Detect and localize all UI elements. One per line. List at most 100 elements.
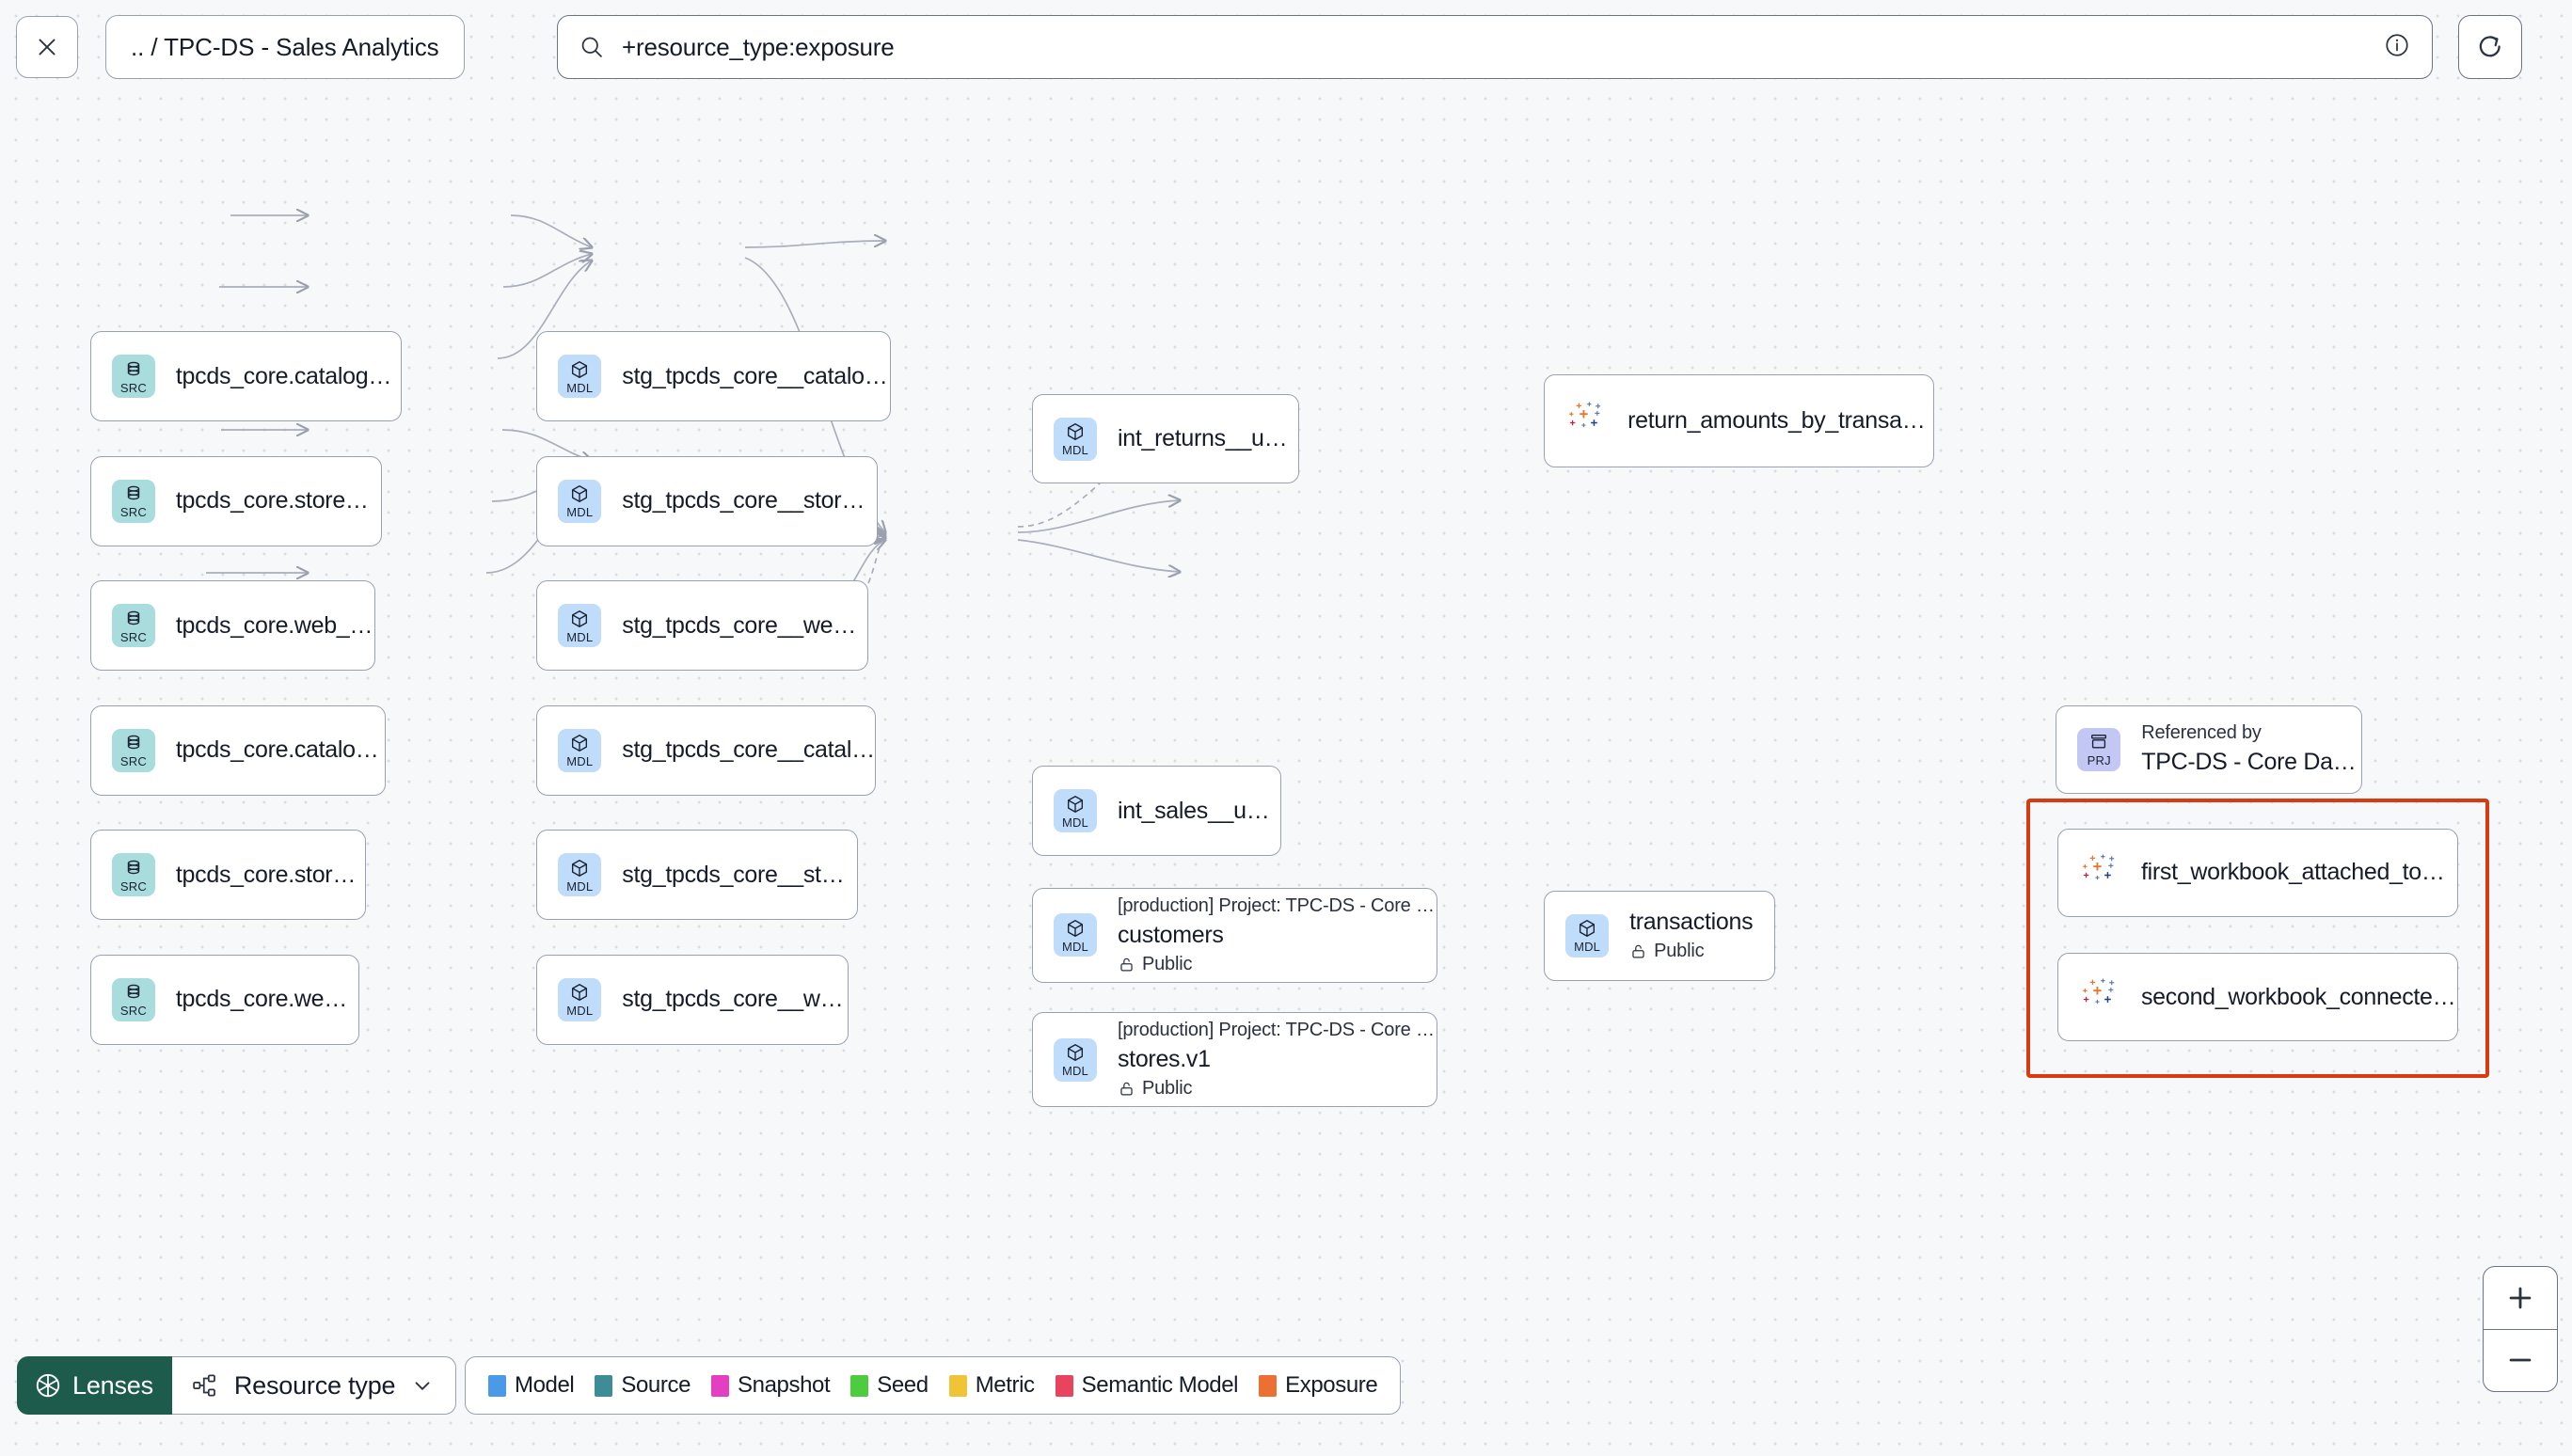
minus-icon [2509,1358,2532,1362]
database-icon [127,361,140,375]
exposure-highlight-box [2025,799,2489,1078]
node-labels: int_returns__unioned [1118,425,1298,452]
graph-node-src-store-returns[interactable]: SRC tpcds_core.store_returns [89,455,383,546]
badge-label: MDL [566,505,594,520]
legend-item-model[interactable]: Model [488,1372,575,1399]
node-subtitle-top: [production] Project: TPC-DS - Core Data… [1117,1020,1437,1041]
node-visibility: Public [1118,1078,1437,1100]
legend-item-seed[interactable]: Seed [850,1372,929,1399]
node-type-badge-mdl: MDL [558,977,602,1021]
node-labels: stg_tpcds_core__web_sales [622,986,847,1013]
node-labels: stg_tpcds_core__web_returns [622,612,866,640]
search-input[interactable]: +resource_type:exposure [622,32,895,61]
cube-icon [572,360,588,378]
node-labels: tpcds_core.web_returns [176,612,374,640]
node-type-badge-src: SRC [111,479,155,523]
graph-node-mdl-stg-web-returns[interactable]: MDL stg_tpcds_core__web_returns [536,580,868,672]
resource-type-dropdown[interactable]: Resource type [171,1356,457,1415]
legend-label: Snapshot [738,1372,831,1398]
lenses-toolbar: Lenses Resource type [17,1356,457,1415]
badge-label: MDL [1061,1064,1088,1079]
node-type-badge-mdl: MDL [558,728,602,772]
legend-item-snapshot[interactable]: Snapshot [711,1372,831,1399]
badge-label: SRC [119,1004,147,1019]
node-title: stg_tpcds_core__web_returns [622,611,866,639]
legend-label: Metric [975,1372,1035,1398]
node-labels: return_amounts_by_transaction_type [1627,407,1933,435]
database-icon [127,860,140,875]
cube-icon [572,485,588,503]
graph-node-mdl-stg-store-sales[interactable]: MDL stg_tpcds_core__store_sales [536,830,859,921]
node-labels: [production] Project: TPC-DS - Core Data… [1118,895,1437,975]
refresh-icon [2479,36,2501,57]
graph-node-mdl-customers[interactable]: MDL[production] Project: TPC-DS - Core D… [1031,887,1437,983]
node-visibility-label: Public [1654,941,1705,962]
node-title: tpcds_core.store_returns [175,487,381,514]
legend-label: Semantic Model [1081,1372,1239,1398]
badge-label: MDL [566,1004,594,1019]
node-labels: [production] Project: TPC-DS - Core Data… [1118,1020,1437,1100]
graph-node-mdl-stores-v1[interactable]: MDL [production] Project: TPC-DS - Core D… [1031,1012,1437,1108]
node-title: stg_tpcds_core__catalog_sales [622,736,876,764]
graph-node-mdl-stg-web-sales[interactable]: MDL stg_tpcds_core__web_sales [536,955,849,1045]
badge-label: MDL [566,878,594,894]
graph-node-src-catalog-returns[interactable]: SRC tpcds_core.catalog_returns [89,331,403,422]
node-title: stg_tpcds_core__store_sales [622,861,857,888]
info-icon[interactable] [2383,31,2411,64]
node-title: tpcds_core.web_returns [175,611,374,639]
legend-item-exposure[interactable]: Exposure [1259,1372,1378,1399]
node-title: tpcds_core.store_sales [175,861,365,888]
graph-node-src-web-returns[interactable]: SRC tpcds_core.web_returns [89,580,376,672]
search-bar[interactable]: +resource_type:exposure [557,15,2433,79]
badge-label: MDL [566,629,594,644]
legend-item-metric[interactable]: Metric [948,1372,1035,1399]
zoom-out-button[interactable] [2484,1330,2557,1392]
legend-label: Source [621,1372,691,1398]
legend-item-source[interactable]: Source [595,1372,691,1399]
cube-icon [572,735,588,752]
unlock-icon [1120,957,1133,972]
node-type-badge-mdl: MDL [558,853,602,897]
zoom-in-button[interactable] [2484,1267,2557,1330]
node-labels: tpcds_core.web_sales [176,986,358,1013]
node-labels: tpcds_core.catalog_returns [176,363,401,390]
node-labels: tpcds_core.store_returns [176,487,381,514]
resource-type-label: Resource type [233,1370,396,1400]
badge-label: MDL [1574,940,1601,955]
database-icon [127,736,140,750]
graph-node-exp-first-workbook[interactable]: first_workbook_attached_to_tpc-ds_-_… [2056,828,2458,917]
node-type-badge-src: SRC [111,355,155,399]
graph-node-exp-return-amounts[interactable]: return_amounts_by_transaction_type [1544,373,1935,468]
node-visibility-label: Public [1141,953,1193,974]
graph-node-src-web-sales[interactable]: SRC tpcds_core.web_sales [89,955,359,1045]
search-icon [581,37,602,57]
badge-label: SRC [119,878,147,894]
badge-label: PRJ [2087,753,2111,768]
refresh-button[interactable] [2458,15,2522,79]
graph-node-mdl-stg-catalog-sales[interactable]: MDL stg_tpcds_core__catalog_sales [536,704,877,796]
node-labels: tpcds_core.store_sales [176,862,365,889]
top-toolbar: .. / TPC-DS - Sales Analytics +resource_… [0,0,2572,111]
zoom-controls [2483,1266,2558,1392]
node-title: first_workbook_attached_to_tpc-ds_-_… [2140,859,2457,886]
legend-item-semantic-model[interactable]: Semantic Model [1055,1372,1239,1399]
node-labels: stg_tpcds_core__catalog_sales [622,736,875,764]
lenses-button[interactable]: Lenses [17,1356,172,1415]
graph-node-exp-second-workbook[interactable]: second_workbook_connected_to_live… [2056,953,2458,1042]
node-type-badge-src: SRC [111,604,155,648]
node-title: stg_tpcds_core__web_sales [622,986,847,1013]
unlock-icon [1120,1082,1133,1096]
graph-node-src-store-sales[interactable]: SRC tpcds_core.store_sales [89,830,366,921]
close-button[interactable] [16,16,78,78]
database-icon [127,985,140,999]
breadcrumb[interactable]: .. / TPC-DS - Sales Analytics [105,15,465,79]
